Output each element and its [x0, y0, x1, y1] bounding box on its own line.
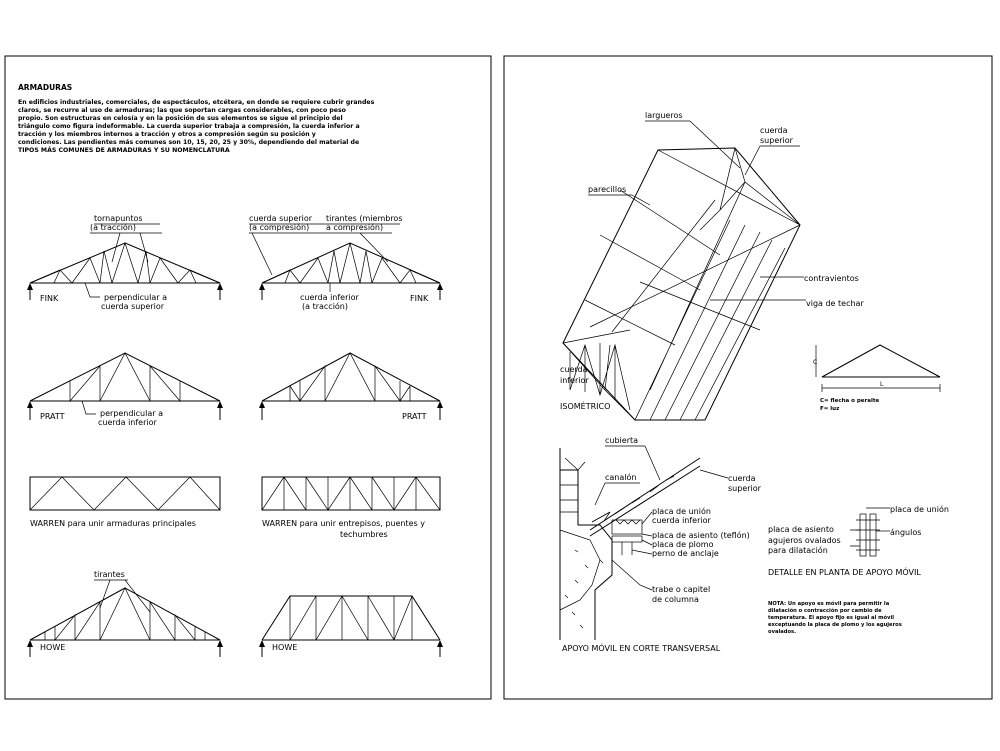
label-perp-inf-2: cuerda inferior [98, 418, 158, 427]
paragraph-line: claros, se recurre al uso de armaduras; … [18, 107, 346, 114]
label-fink-2: FINK [410, 294, 429, 303]
nota-line: ovalados. [768, 629, 796, 635]
label-tirantes-howe: tirantes [94, 570, 125, 579]
nota-line: NOTA: Un apoyo es móvil para permitir la [768, 600, 890, 607]
left-sheet: ARMADURAS En edificios industriales, com… [4, 55, 492, 700]
nota-block: NOTA: Un apoyo es móvil para permitir la… [768, 600, 902, 635]
label-superior-iso: superior [760, 136, 794, 145]
paragraph-line: triángulo como figura indeformable. La c… [18, 122, 360, 130]
label-detalle-planta: DETALLE EN PLANTA DE APOYO MÓVIL [768, 566, 921, 577]
intro-paragraph: En edificios industriales, comerciales, … [18, 98, 375, 154]
label-cuerda-inferior-corte: cuerda inferior [652, 516, 712, 525]
label-cuerda-inferior-iso: cuerda [560, 365, 588, 374]
label-tornapuntos: tornapuntos [94, 214, 143, 223]
howe-truss-right [259, 595, 443, 657]
label-tornapuntos-2: (a tracción) [90, 222, 136, 232]
label-perp-inf-1: perpendicular a [100, 409, 163, 418]
label-contravientos: contravientos [804, 274, 859, 283]
label-cuerda-inferior: cuerda inferior [300, 293, 360, 302]
fink-truss-right [259, 242, 443, 300]
label-fink-1: FINK [40, 294, 59, 303]
label-cuerda-inferior-2: (a tracción) [302, 301, 348, 311]
label-cubierta: cubierta [605, 436, 638, 445]
label-perpendicular-1: perpendicular a [104, 293, 167, 302]
pratt-truss-left [27, 352, 223, 420]
label-warren-entrepisos: WARREN para unir entrepisos, puentes y [262, 519, 425, 528]
label-techumbres: techumbres [340, 530, 388, 539]
label-superior-corte: superior [728, 484, 762, 493]
isometric-roof [562, 147, 801, 421]
label-placa-asiento-planta: placa de asiento [768, 525, 834, 534]
label-cuerda-superior-2: (a compresión) [249, 222, 309, 232]
paragraph-line: TIPOS MÁS COMUNES DE ARMADURAS Y SU NOME… [18, 145, 230, 154]
label-placa-union-planta: placa de unión [890, 504, 949, 514]
fink-truss-left [27, 241, 223, 300]
label-pratt-1: PRATT [40, 412, 65, 421]
label-parecillos: parecillos [588, 185, 626, 194]
label-tirantes: tirantes (miembros [326, 214, 403, 223]
flecha-diagram [815, 344, 941, 392]
label-howe-2: HOWE [272, 643, 297, 652]
label-isometrico: ISOMÉTRICO [560, 400, 610, 411]
left-sheet-border [4, 55, 492, 700]
label-warren-principales: WARREN para unir armaduras principales [30, 519, 196, 528]
label-howe-1: HOWE [40, 643, 65, 652]
nota-line: dilatación o contracción por cambio de [768, 607, 882, 614]
label-dilatacion: para dilatación [768, 545, 828, 555]
paragraph-line: condiciones. Las pendientes más comunes … [18, 138, 359, 146]
label-apoyo-corte: APOYO MÓVIL EN CORTE TRANSVERSAL [562, 642, 721, 653]
apoyo-planta-detail [850, 513, 880, 557]
label-trabe: trabe o capitel [652, 585, 710, 594]
label-angulos: ángulos [890, 528, 921, 537]
label-pratt-2: PRATT [402, 412, 427, 421]
howe-truss-left [27, 587, 223, 657]
label-perno-anclaje: perno de anclaje [652, 549, 719, 558]
sheet-title: ARMADURAS [18, 83, 72, 92]
paragraph-line: propio. Son estructuras en celosía y en … [18, 114, 343, 122]
label-placa-union: placa de unión [652, 506, 711, 516]
paragraph-line: tracción y los miembros internos a tracc… [18, 130, 316, 138]
pratt-truss-right [259, 352, 443, 420]
label-placa-plomo: placa de plomo [652, 540, 714, 549]
warren-truss-left [29, 476, 221, 511]
label-canalon: canalón [605, 472, 636, 482]
right-sheet: largueros cuerda superior parecillos con… [503, 55, 993, 700]
apoyo-corte-detail [559, 448, 701, 640]
label-cuerda-superior-corte: cuerda [728, 474, 756, 483]
label-largueros: largueros [645, 111, 683, 120]
nota-line: temperatura. El apoyo fijo es igual al m… [768, 614, 894, 621]
label-columna: de columna [652, 595, 699, 604]
paragraph-line: En edificios industriales, comerciales, … [18, 98, 375, 106]
label-cuerda-superior-iso: cuerda [760, 126, 788, 135]
label-c: C [813, 359, 817, 366]
warren-truss-right [261, 476, 441, 511]
label-tirantes-2: a compresión) [326, 222, 383, 232]
label-flecha: C= flecha o peralte [820, 398, 879, 404]
label-inferior-iso: inferior [560, 376, 589, 385]
nota-line: exceptuando la placa de plomo y los aguj… [768, 622, 902, 628]
label-perpendicular-2: cuerda superior [101, 302, 165, 311]
label-cuerda-superior: cuerda superior [249, 214, 313, 223]
label-agujeros: agujeros ovalados [768, 536, 841, 545]
label-placa-asiento: placa de asiento (teflón) [652, 530, 750, 540]
label-luz: F= luz [820, 406, 839, 412]
label-viga-techar: viga de techar [806, 299, 864, 308]
label-l: L [880, 381, 884, 388]
